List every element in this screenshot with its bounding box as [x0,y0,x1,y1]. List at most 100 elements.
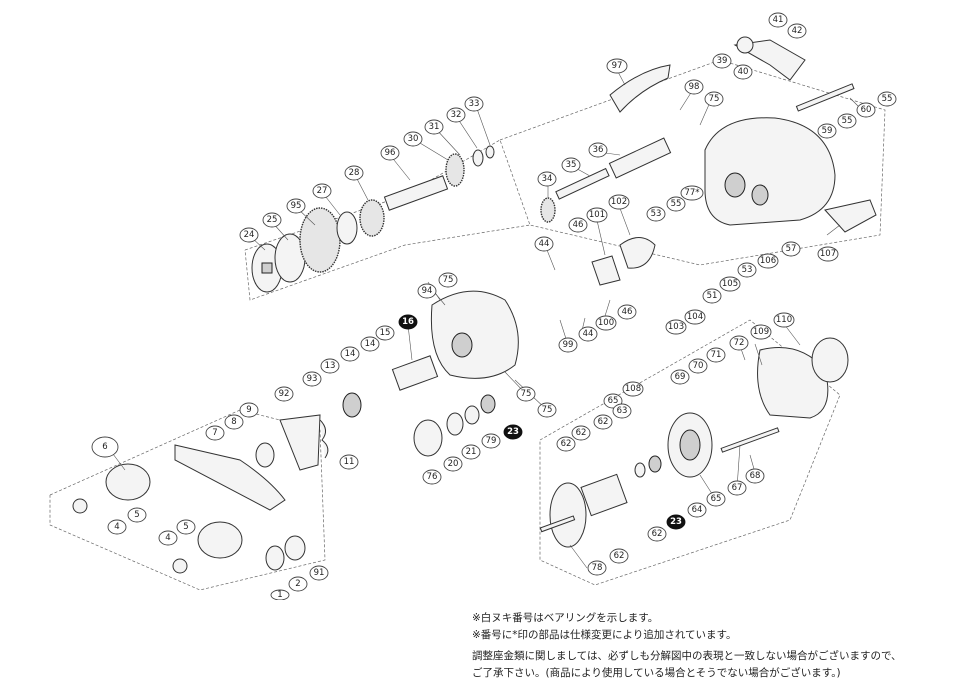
part-label: 55 [666,196,686,212]
part-label: 5 [176,519,196,535]
svg-text:4: 4 [114,522,119,532]
note-bearing-legend: ※白ヌキ番号はベアリングを示します。 [472,612,659,624]
part-label: 53 [737,262,757,278]
drag-washer-9 [255,442,275,468]
part-label: 101 [586,207,608,223]
handle-nut [265,545,285,571]
svg-text:7: 7 [212,428,217,438]
part-label: 44 [534,236,554,252]
svg-text:15: 15 [380,328,391,338]
part-label: 97 [606,58,628,74]
part-label: 72 [729,335,749,351]
part-label: 92 [274,386,294,402]
svg-text:59: 59 [822,126,833,136]
svg-text:16: 16 [402,317,414,327]
main-shaft [383,175,449,211]
svg-text:62: 62 [614,551,625,561]
svg-text:109: 109 [753,327,769,337]
svg-text:106: 106 [760,256,776,266]
main-gear [299,207,341,273]
svg-text:99: 99 [563,340,574,350]
gear-group-outline [244,139,531,301]
part-label: 11 [339,454,359,470]
svg-text:100: 100 [598,318,614,328]
part-label: 63 [612,403,632,419]
frame-hole-1 [724,172,746,198]
part-label: 35 [561,157,581,173]
part-label: 94 [417,283,437,299]
star-drag-knob [279,414,321,471]
part-label: 75 [516,386,536,402]
part-label: 4 [158,530,178,546]
yoke [591,255,621,286]
drag-washer-3 [336,211,358,245]
part-label: 102 [608,194,630,210]
part-label: 4 [107,519,127,535]
part-label: 64 [687,502,707,518]
handle-knob-upper [105,463,151,501]
svg-text:78: 78 [592,563,603,573]
svg-text:62: 62 [561,439,572,449]
exploded-parts-diagram: 41 42 39 40 97 98 75 55 60 55 59 33 32 3… [49,12,897,600]
part-label: 46 [568,217,588,233]
svg-text:95: 95 [291,201,302,211]
star-drag [359,199,385,237]
svg-text:104: 104 [687,312,703,322]
part-number-labels: 41 42 39 40 97 98 75 55 60 55 59 33 32 3… [91,12,897,600]
svg-text:14: 14 [365,339,376,349]
part-label: 13 [320,358,340,374]
part-label: 33 [464,96,484,112]
part-label: 20 [443,456,463,472]
svg-text:55: 55 [842,116,853,126]
svg-text:65: 65 [608,396,619,406]
svg-text:23: 23 [670,517,682,527]
part-label: 59 [817,123,837,139]
svg-text:79: 79 [486,436,497,446]
part-label: 1 [270,589,290,600]
svg-text:28: 28 [349,168,360,178]
cast-control-sleeve [391,355,439,391]
part-label: 109 [750,324,772,340]
knob-cap [736,36,754,54]
svg-text:33: 33 [469,99,480,109]
part-label: 62 [571,425,591,441]
svg-text:11: 11 [344,457,355,467]
spool-washer-63 [634,462,646,478]
svg-text:40: 40 [738,67,749,77]
note-shim-1: 調整座金類に関しましては、必ずしも分解図中の表現と一致しない場合がございますので… [472,650,902,662]
svg-text:97: 97 [612,61,623,71]
part-label: 95 [286,198,306,214]
svg-text:62: 62 [652,529,663,539]
svg-text:75: 75 [443,275,454,285]
svg-text:102: 102 [611,197,627,207]
part-label: 79 [481,433,501,449]
part-label: 2 [288,576,308,592]
svg-text:75: 75 [709,94,720,104]
svg-text:46: 46 [573,220,584,230]
handle-arm [174,444,286,511]
part-label: 15 [375,325,395,341]
reel-frame [704,117,836,226]
svg-text:70: 70 [693,361,704,371]
part-label: 96 [380,145,400,161]
handle-parts [72,392,362,574]
bearing-small [472,149,484,167]
svg-text:53: 53 [742,265,753,275]
part-label: 62 [556,436,576,452]
worm-shaft [608,137,672,179]
svg-text:5: 5 [134,510,139,520]
bearing-label: 23 [503,424,523,440]
footnotes: ※白ヌキ番号はベアリングを示します。 ※番号に*印の部品は仕様変更により追加され… [0,600,954,686]
svg-text:57: 57 [786,244,797,254]
spool-body [580,473,628,517]
note-spec-change: ※番号に*印の部品は仕様変更により追加されています。 [472,629,737,641]
part-label: 93 [302,371,322,387]
brake-drum-inner [679,429,701,461]
side-plate-bearing-seat [451,332,473,358]
part-label: 46 [617,304,637,320]
svg-text:108: 108 [625,384,641,394]
svg-text:46: 46 [622,307,633,317]
washer-hole [261,262,273,274]
svg-text:35: 35 [566,160,577,170]
side-cover [757,347,829,419]
